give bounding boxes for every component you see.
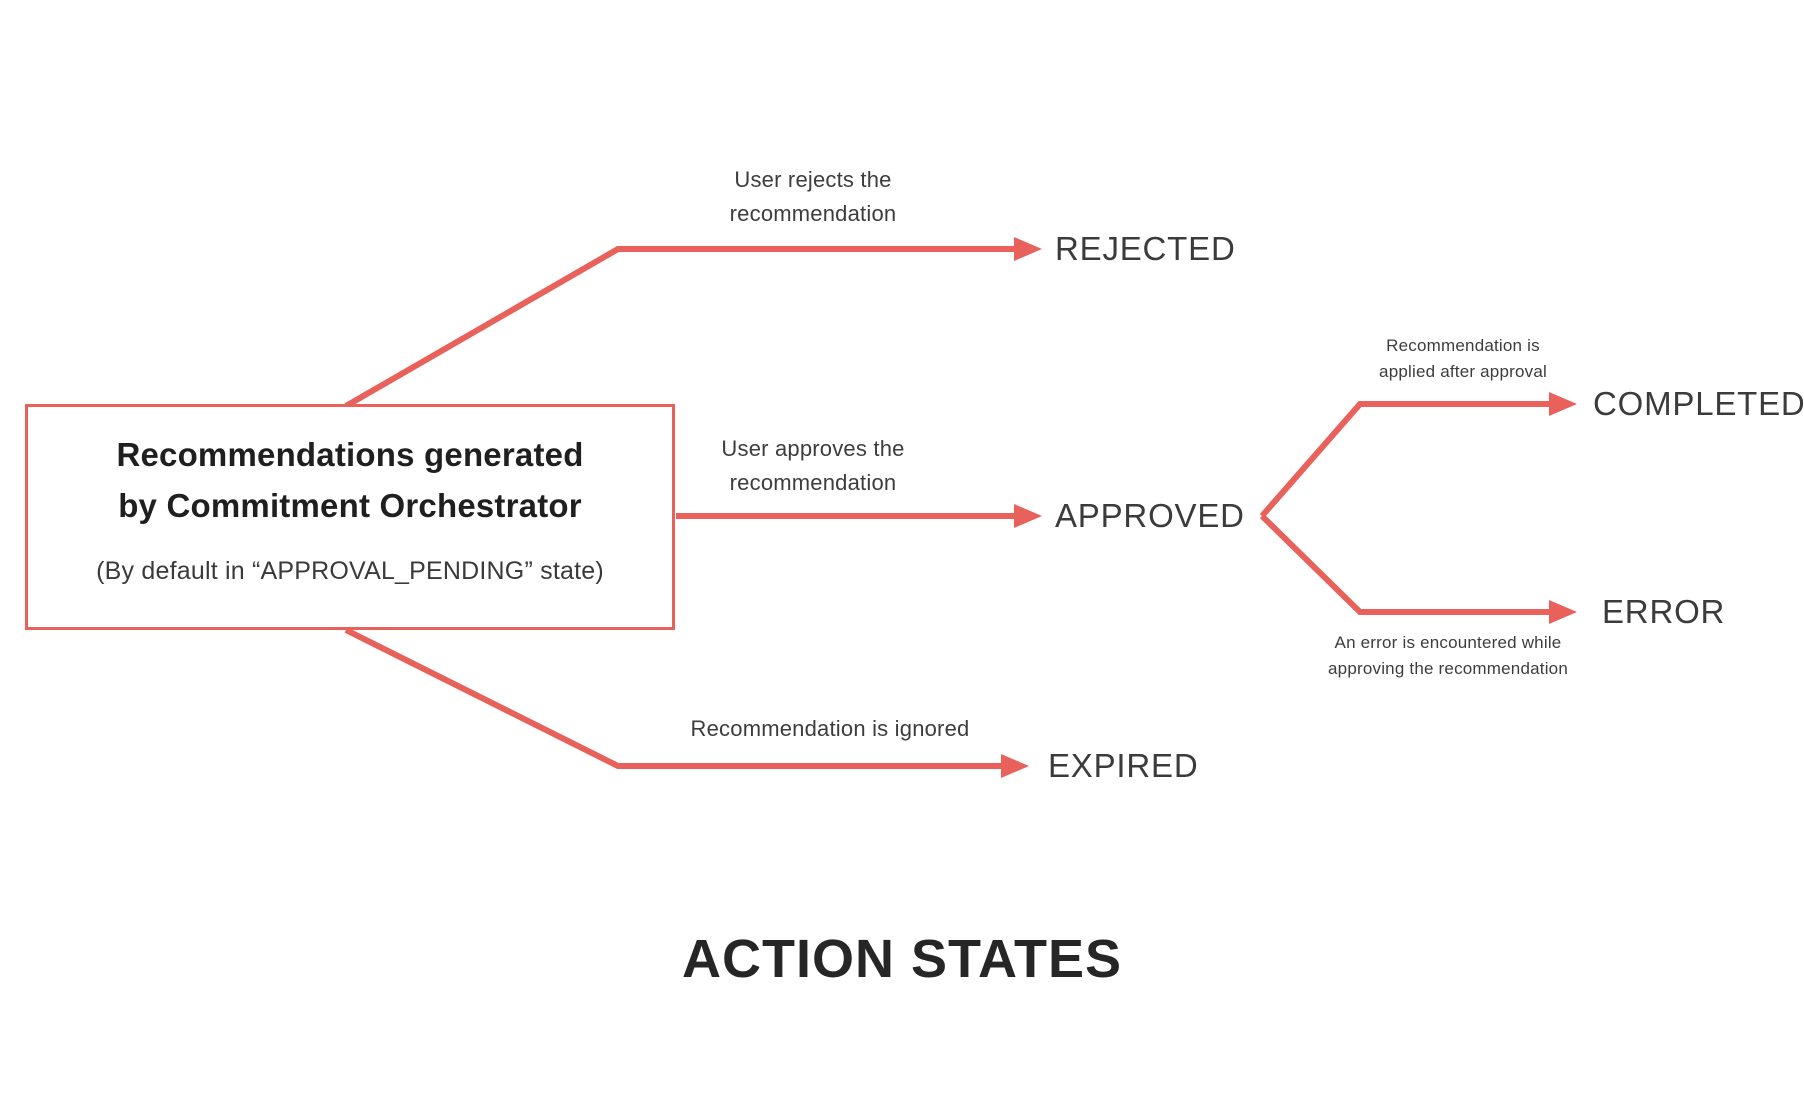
edge-error-line bbox=[1259, 513, 1551, 615]
edge-approved-arrowhead bbox=[1014, 504, 1042, 528]
edge-error-arrowhead bbox=[1549, 600, 1577, 624]
source-box-subtitle: (By default in “APPROVAL_PENDING” state) bbox=[96, 557, 604, 586]
edge-label-approved: User approves the recommendation bbox=[721, 436, 905, 495]
edge-rejected-line bbox=[344, 246, 1016, 409]
edge-label-expired: Recommendation is ignored bbox=[690, 716, 970, 741]
edge-completed-line bbox=[1259, 401, 1551, 518]
state-error: ERROR bbox=[1602, 593, 1726, 630]
source-box-title-line2: by Commitment Orchestrator bbox=[118, 487, 582, 525]
edge-label-rejected: User rejects the recommendation bbox=[729, 167, 897, 226]
source-box: Recommendations generated by Commitment … bbox=[25, 404, 675, 630]
state-completed: COMPLETED bbox=[1593, 385, 1804, 422]
state-approved: APPROVED bbox=[1055, 497, 1245, 534]
source-box-title-line1: Recommendations generated bbox=[116, 436, 584, 473]
edge-label-completed: Recommendation is applied after approval bbox=[1379, 336, 1547, 381]
state-expired: EXPIRED bbox=[1048, 747, 1199, 784]
diagram-title: ACTION STATES bbox=[682, 929, 1122, 989]
edge-rejected-arrowhead bbox=[1014, 237, 1042, 261]
edge-label-error: An error is encountered while approving … bbox=[1328, 633, 1568, 678]
edge-completed-arrowhead bbox=[1549, 392, 1577, 416]
edge-expired-line bbox=[344, 627, 1003, 769]
source-box-title: Recommendations generated by Commitment … bbox=[28, 429, 672, 531]
edge-expired-arrowhead bbox=[1001, 754, 1029, 778]
state-rejected: REJECTED bbox=[1055, 230, 1236, 267]
